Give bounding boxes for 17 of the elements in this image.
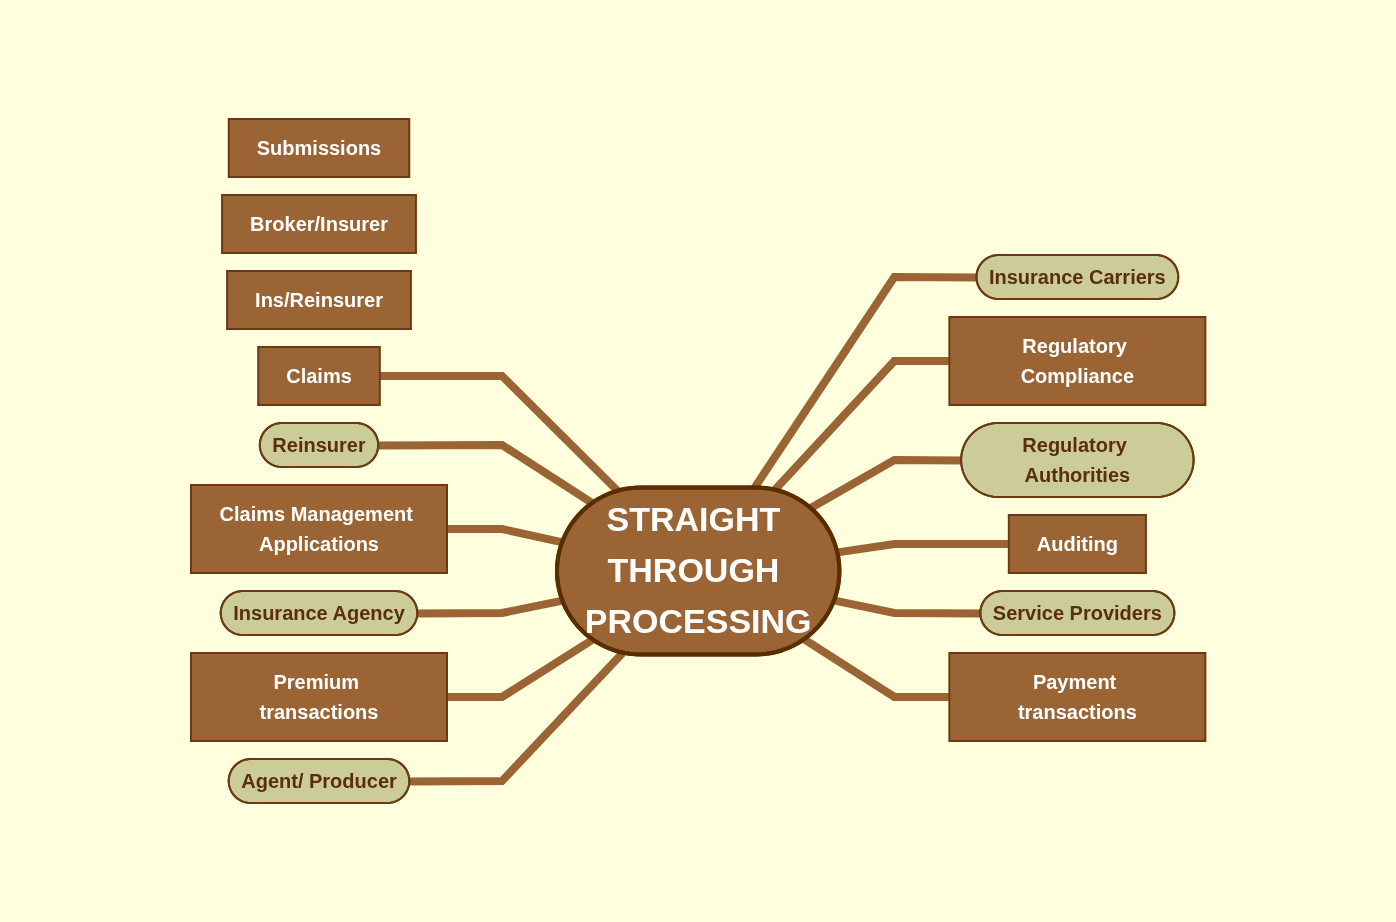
connector <box>417 596 564 618</box>
node-box: Payment transactions <box>948 652 1207 742</box>
node-box: Auditing <box>1007 514 1147 574</box>
node-box: Regulatory Compliance <box>948 316 1207 406</box>
node-box: Broker/Insurer <box>220 194 417 254</box>
node-box: Premium transactions <box>189 652 448 742</box>
connector <box>378 441 595 507</box>
node-box: Claims Management Applications <box>189 484 448 574</box>
node-box: Submissions <box>227 118 411 178</box>
node-box: Claims <box>257 346 381 406</box>
node-box: Ins/Reinsurer <box>225 270 412 330</box>
connector <box>802 636 950 701</box>
connector <box>833 596 981 618</box>
connector <box>808 456 962 512</box>
connector <box>446 636 595 701</box>
connector <box>836 540 1009 557</box>
connector <box>750 273 977 491</box>
